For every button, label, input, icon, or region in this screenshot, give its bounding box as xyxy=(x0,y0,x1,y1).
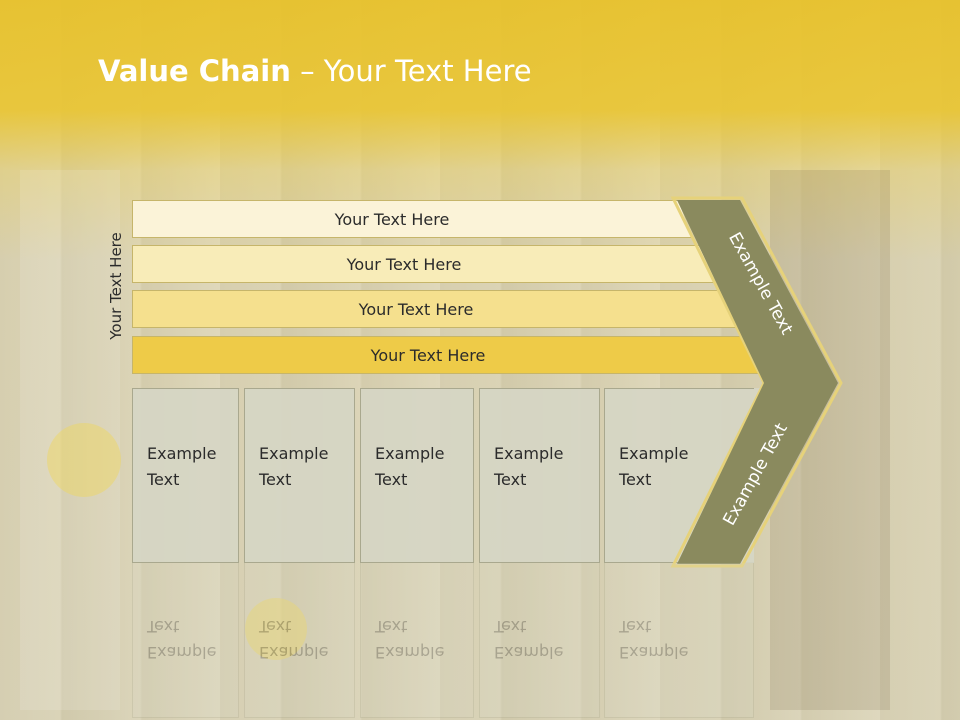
title-rest: – Your Text Here xyxy=(290,54,532,88)
activity-box: Example Text xyxy=(479,388,600,563)
chain-row: Your Text Here xyxy=(132,336,764,374)
reflection: Example Text Example Text Example Text E… xyxy=(0,563,960,720)
title-bold: Value Chain xyxy=(98,54,291,88)
chain-row-label: Your Text Here xyxy=(358,299,474,319)
chain-row-label: Your Text Here xyxy=(370,345,486,365)
background-light-panel xyxy=(20,170,120,710)
activity-box-reflection: Example Text xyxy=(604,563,754,718)
chain-row-label: Your Text Here xyxy=(346,254,462,274)
activity-box: Example Text xyxy=(360,388,474,563)
activity-box-reflection: Example Text xyxy=(132,563,239,718)
activity-box-reflection: Example Text xyxy=(244,563,355,718)
chain-row: Your Text Here xyxy=(132,290,740,328)
background-circle xyxy=(47,423,121,497)
activity-box: Example Text xyxy=(132,388,239,563)
activity-box-reflection: Example Text xyxy=(360,563,474,718)
activity-box: Example Text xyxy=(244,388,355,563)
chevron-upper-arm xyxy=(677,200,838,383)
activity-box-reflection: Example Text xyxy=(479,563,600,718)
chain-row: Your Text Here xyxy=(132,200,692,238)
chain-row: Your Text Here xyxy=(132,245,716,283)
slide-title: Value Chain – Your Text Here xyxy=(98,54,532,88)
background-circle xyxy=(245,598,307,660)
chevron-lower-arm xyxy=(677,383,838,564)
chain-row-label: Your Text Here xyxy=(334,209,450,229)
